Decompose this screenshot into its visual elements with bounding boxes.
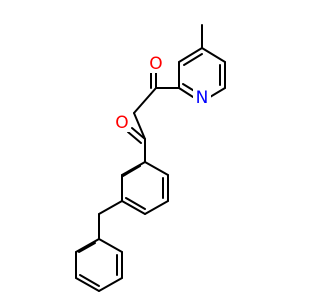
atom-labels: O O N (113, 54, 211, 133)
atom-oxygen-left: O (113, 113, 131, 133)
bond-benzoyl-1 (121, 161, 146, 176)
oxygen-label-top: O (149, 54, 162, 74)
atom-oxygen-left-background (113, 114, 131, 132)
bond-phenyl-6 (98, 238, 123, 253)
oxygen-label-left: O (115, 113, 128, 133)
bond-linker-1 (133, 87, 157, 114)
bond-pyridine-6 (178, 47, 203, 63)
bond-phenyl-3-inner (79, 274, 100, 287)
bond-benzoyl-3-inner (125, 197, 146, 210)
bond-benzyl-1 (98, 200, 123, 215)
atom-oxygen-top: O (147, 54, 165, 74)
bond-carbonyl-left-1 (131, 127, 146, 140)
bond-benzoyl-3 (121, 200, 146, 215)
atom-oxygen-top-background (147, 55, 165, 73)
atom-nitrogen: N (193, 88, 211, 108)
bond-benzoyl-6 (144, 161, 169, 176)
nitrogen-label: N (196, 88, 209, 108)
bond-phenyl-4 (98, 277, 123, 292)
atom-nitrogen-background (193, 89, 211, 107)
bond-pyridine-4 (178, 87, 194, 98)
bond-phenyl-1 (75, 238, 100, 253)
bond-pyridine-6-inner (183, 53, 203, 66)
structure-canvas: O O N (75, 24, 226, 292)
molecule-diagram: O O N (75, 24, 226, 292)
bond-phenyl-3 (75, 277, 100, 292)
bond-linker-2 (133, 112, 146, 140)
bond-phenyl-1-inner (78, 242, 96, 253)
bond-benzoyl-4 (144, 200, 169, 215)
bond-carbonyl-left-2 (127, 131, 142, 144)
bonds (75, 24, 226, 292)
bond-pyridine-1 (201, 47, 226, 63)
bond-pyridine-3 (209, 87, 226, 98)
bond-benzoyl-1-inner (122, 165, 141, 177)
